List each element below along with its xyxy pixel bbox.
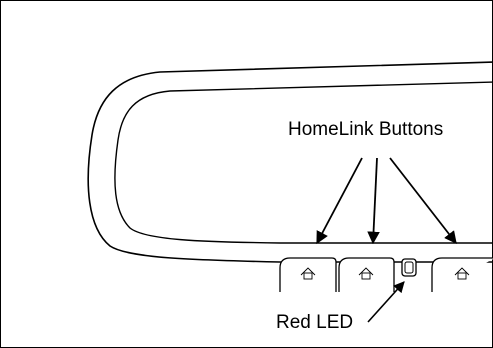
homelink-button-2[interactable] (338, 257, 395, 292)
callout-arrow-button-3 (389, 157, 457, 244)
mirror-glass-inner (114, 81, 493, 244)
homelink-button-3[interactable] (431, 257, 493, 292)
callout-arrow-led (367, 281, 405, 323)
garage-door-icon-2 (358, 267, 374, 280)
homelink-buttons-label: HomeLink Buttons (288, 119, 444, 140)
red-led (401, 258, 417, 277)
garage-door-icon-1 (300, 267, 316, 280)
callout-arrow-button-2 (367, 157, 380, 245)
red-led-label: Red LED (276, 312, 354, 333)
callout-arrow-button-1 (316, 157, 363, 245)
garage-door-icon-3 (454, 267, 470, 280)
homelink-button-1[interactable] (279, 257, 337, 292)
mirror-housing-outer (87, 61, 493, 263)
